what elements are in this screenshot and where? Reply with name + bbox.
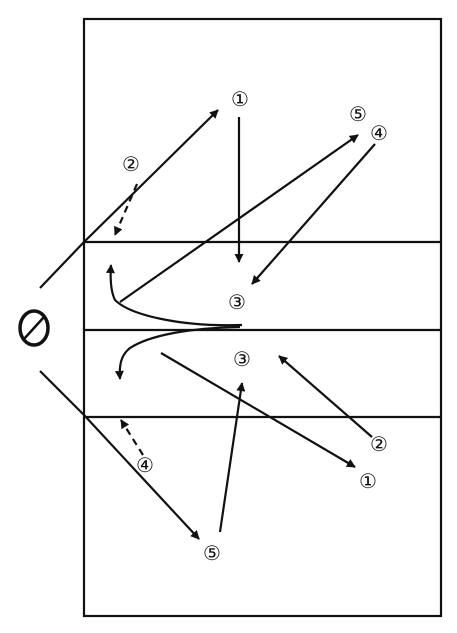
player-top-4: ④ [370, 121, 388, 145]
arrow-top-curve [105, 264, 243, 327]
player-top-2: ② [122, 152, 140, 176]
arrow-bottom-to-p5 [83, 414, 200, 540]
coach-line-top [39, 241, 85, 289]
coach-line-bottom [39, 370, 85, 416]
court-outline [82, 17, 443, 618]
arrow-top-to-p5 [119, 134, 359, 303]
player-bottom-4: ④ [136, 453, 154, 477]
player-bottom-2: ② [370, 432, 388, 456]
arrow-bottom-p5-to-p3 [218, 382, 246, 533]
player-bottom-3: ③ [233, 347, 251, 371]
arrow-bottom-to-p1 [160, 352, 356, 468]
coach-symbol [18, 309, 50, 347]
player-top-3: ③ [228, 290, 246, 314]
player-bottom-1: ① [359, 469, 377, 493]
player-top-5: ⑤ [349, 102, 367, 126]
arrow-top-p2-dashed [113, 183, 139, 236]
player-top-1: ① [231, 87, 249, 111]
arrow-bottom-p4-dashed [120, 419, 144, 456]
arrow-top-p4-to-p3 [251, 143, 376, 285]
arrow-bottom-p2-up [278, 355, 373, 438]
arrow-top-to-p1 [83, 109, 219, 243]
arrow-bottom-curve [114, 325, 241, 380]
player-bottom-5: ⑤ [203, 541, 221, 565]
